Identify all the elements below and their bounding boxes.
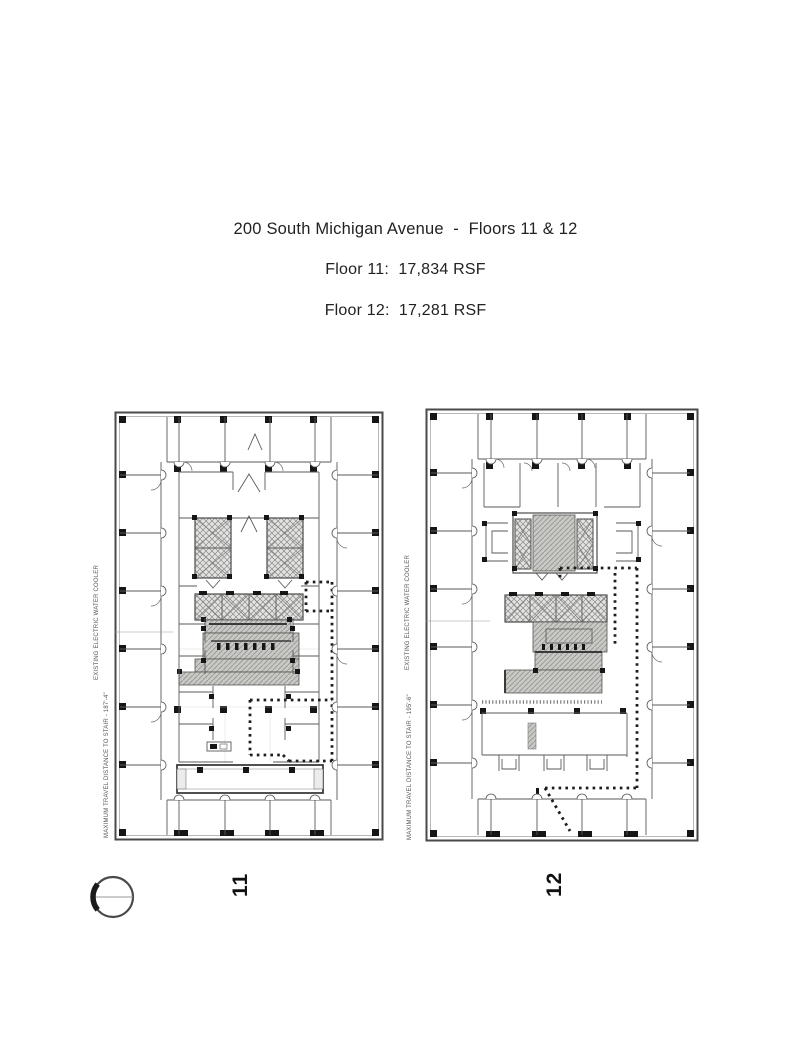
restroom-core (177, 617, 300, 686)
floor-11-travel-distance-note: MAXIMUM TRAVEL DISTANCE TO STAIR - 187'-… (104, 692, 110, 838)
ring-scallops (471, 458, 653, 800)
north-arrow-icon (90, 875, 135, 919)
outer-walls (425, 408, 699, 842)
floor-11-water-cooler-note: EXISTING ELECTRIC WATER COOLER (94, 564, 100, 680)
inner-office-band (483, 462, 641, 508)
floor-plan-12-drawing (425, 408, 699, 842)
floor-12-rsf-line: Floor 12: 17,281 RSF (324, 302, 487, 319)
floor-12-number-label: 12 (543, 871, 566, 897)
floor-plan-11-drawing (114, 411, 384, 841)
outer-walls (114, 411, 384, 841)
document-title: 200 South Michigan Avenue - Floors 11 & … (233, 220, 578, 238)
upper-core-block (482, 511, 641, 581)
elevator-bank (194, 591, 304, 621)
floor-12-travel-distance-note: MAXIMUM TRAVEL DISTANCE TO STAIR - 195'-… (407, 694, 413, 840)
ring-scallops (160, 461, 338, 801)
egress-path-dotted (248, 580, 334, 763)
column-grid (119, 416, 379, 836)
wall-tick (536, 788, 539, 797)
core-upper-rooms (178, 471, 320, 519)
floor-11-number-label: 11 (229, 872, 252, 897)
elevator-shafts (178, 514, 320, 589)
floor-12-water-cooler-note: EXISTING ELECTRIC WATER COOLER (405, 554, 411, 670)
lower-core (482, 592, 608, 704)
conference-room (176, 764, 324, 794)
floor-plan-11 (113, 410, 385, 842)
lower-open-area (481, 712, 628, 771)
column-grid (430, 413, 694, 837)
floor-11-rsf-line: Floor 11: 17,834 RSF (325, 261, 486, 278)
floor-plan-12 (424, 407, 700, 843)
egress-path-dotted (543, 566, 639, 832)
perimeter-partitions (431, 414, 690, 835)
